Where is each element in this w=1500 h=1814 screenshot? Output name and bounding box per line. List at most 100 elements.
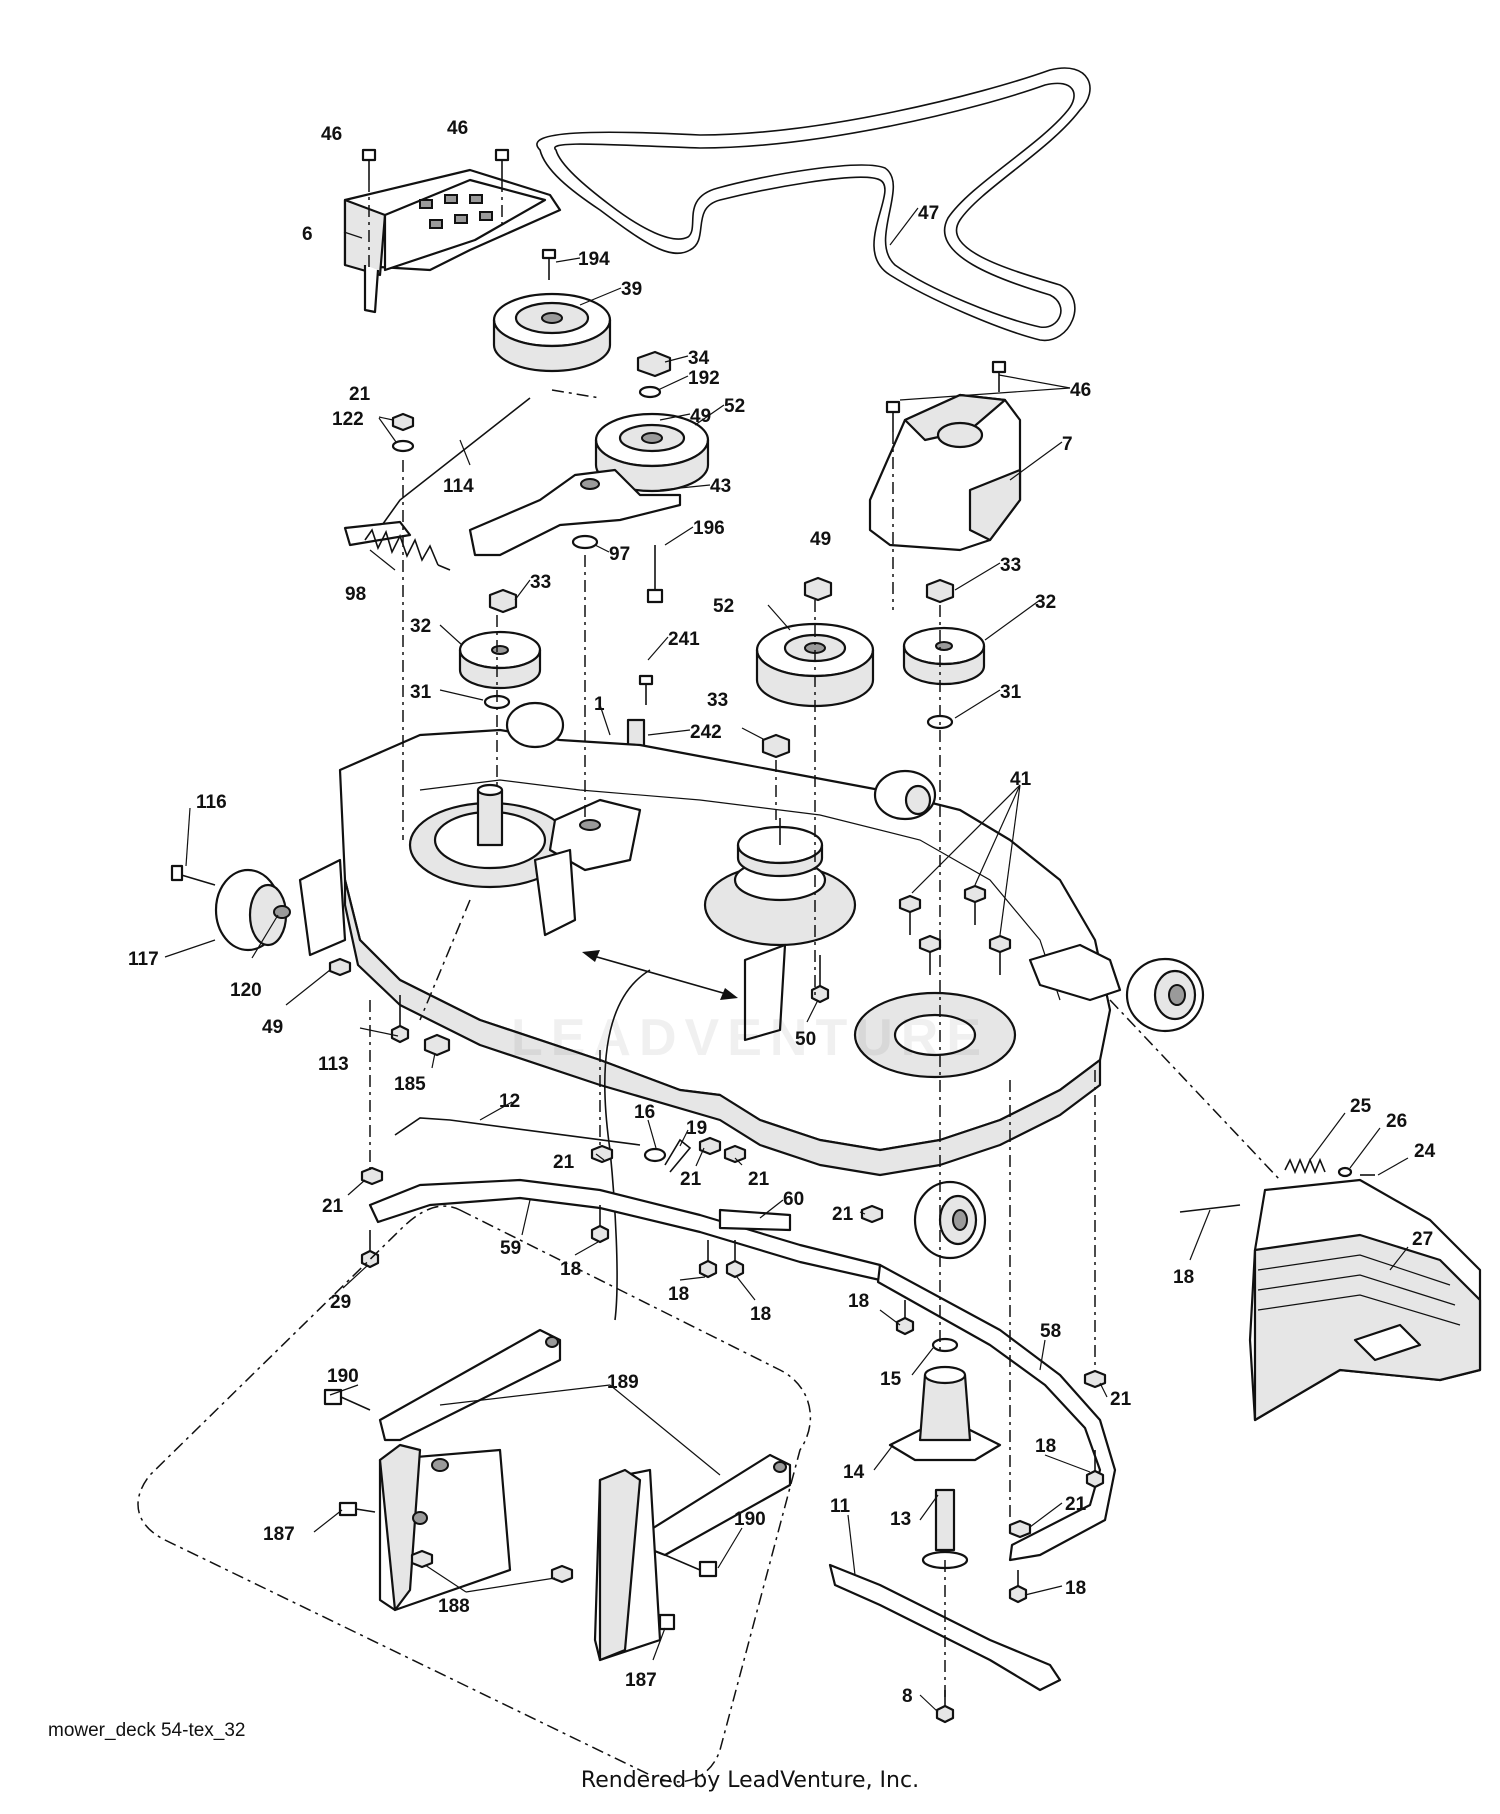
callout-189: 189 (607, 1372, 639, 1393)
spindle-housing-14[interactable] (888, 1365, 1002, 1462)
deck-wheel-right-front[interactable] (1125, 957, 1205, 1033)
washer-16[interactable] (643, 1147, 667, 1163)
idler-arm-43[interactable] (468, 468, 682, 557)
nut-21-upper-left[interactable] (391, 412, 415, 432)
pulley-32-right[interactable] (902, 626, 986, 686)
bolt-190-b[interactable] (664, 1554, 718, 1578)
spacer-242[interactable] (626, 718, 646, 748)
bolt-46-left-b[interactable] (494, 148, 510, 180)
blade-bolt-8[interactable] (935, 1690, 955, 1724)
bolts-41[interactable] (898, 884, 1012, 975)
callout-52: 52 (713, 596, 734, 617)
nut-185[interactable] (423, 1033, 451, 1057)
bolt-196[interactable] (646, 545, 664, 604)
nut-33-right[interactable] (925, 578, 955, 604)
wheel-bracket-120[interactable] (273, 858, 347, 957)
deck-wheel-right-rear[interactable] (873, 769, 937, 821)
callout-47: 47 (918, 203, 939, 224)
callout-43: 43 (710, 476, 731, 497)
nut-49-middle[interactable] (803, 576, 833, 602)
bolt-18-g[interactable] (1008, 1570, 1028, 1604)
bolt-46-right-a[interactable] (885, 400, 901, 432)
nut-33-center[interactable] (761, 733, 791, 759)
nut-21-b[interactable] (590, 1144, 614, 1164)
callout-33: 33 (530, 572, 551, 593)
washer-192[interactable] (638, 385, 662, 399)
callout-97: 97 (609, 544, 630, 565)
assembly-center-lines (368, 180, 1281, 1700)
discharge-chute-27[interactable] (1248, 1178, 1482, 1422)
callout-21: 21 (1065, 1494, 1087, 1515)
bolt-18-d[interactable] (725, 1240, 745, 1279)
left-belt-cover[interactable] (343, 168, 562, 314)
rear-hanger-58[interactable] (876, 1263, 1117, 1562)
callout-190: 190 (734, 1509, 766, 1530)
bolt-18-f[interactable] (1085, 1450, 1105, 1489)
idler-pulley-39[interactable] (492, 292, 612, 373)
adjustment-rod-114[interactable] (343, 397, 531, 547)
callout-6: 6 (302, 224, 313, 245)
tension-spring-98[interactable] (364, 528, 451, 571)
callout-27: 27 (1412, 1229, 1433, 1250)
callout-15: 15 (880, 1369, 902, 1390)
right-wheel-bracket[interactable] (1028, 943, 1122, 1002)
spacer-15[interactable] (931, 1337, 959, 1353)
callout-33: 33 (707, 690, 728, 711)
callout-1: 1 (594, 694, 605, 715)
callout-50: 50 (795, 1029, 816, 1050)
callout-21: 21 (553, 1152, 575, 1173)
nut-21-e[interactable] (360, 1166, 384, 1186)
lift-arm-189-left[interactable] (378, 1328, 562, 1442)
bolt-18-c[interactable] (698, 1240, 718, 1279)
link-rod-12[interactable] (394, 1117, 641, 1146)
bracket-plate-left[interactable] (378, 1443, 512, 1612)
right-belt-cover[interactable] (868, 393, 1022, 552)
callout-46: 46 (447, 118, 468, 139)
mower-deck-shell[interactable] (338, 728, 1112, 1321)
bolt-46-right-b[interactable] (991, 360, 1007, 392)
bolt-190-a[interactable] (323, 1388, 371, 1411)
deck-wheel-left-rear[interactable] (505, 701, 565, 749)
bushing-26[interactable] (1337, 1166, 1353, 1178)
callout-21: 21 (349, 384, 371, 405)
callout-21: 21 (748, 1169, 770, 1190)
nut-188[interactable] (410, 1549, 574, 1584)
washer-97[interactable] (571, 534, 599, 550)
nut-21-c[interactable] (698, 1136, 722, 1156)
chute-rod-29[interactable] (1179, 1204, 1241, 1213)
bolt-113[interactable] (390, 995, 410, 1044)
callout-52: 52 (724, 396, 745, 417)
bolt-50[interactable] (810, 955, 830, 1004)
pin-187-a[interactable] (338, 1501, 376, 1517)
clip-19[interactable] (664, 1138, 692, 1173)
spring-25[interactable] (1284, 1157, 1326, 1175)
deck-wheel-center-front[interactable] (913, 1180, 987, 1260)
lift-arm-189-right[interactable] (648, 1453, 792, 1557)
nut-21-d[interactable] (723, 1144, 747, 1164)
bolt-116[interactable] (170, 864, 216, 886)
callout-49: 49 (690, 406, 711, 427)
nut-34[interactable] (636, 350, 672, 378)
pin-187-b[interactable] (658, 1613, 676, 1631)
bolt-241[interactable] (638, 674, 654, 705)
drive-belt[interactable] (536, 67, 1091, 341)
callout-196: 196 (693, 518, 725, 539)
bolt-18-e[interactable] (895, 1300, 915, 1336)
nut-21-h[interactable] (1008, 1519, 1032, 1539)
nut-33-left[interactable] (488, 588, 518, 614)
callout-16: 16 (634, 1102, 655, 1123)
bolt-194[interactable] (541, 248, 557, 280)
pulley-32-left[interactable] (458, 630, 542, 690)
callout-39: 39 (621, 279, 642, 300)
washer-122[interactable] (391, 439, 415, 453)
nut-49-left[interactable] (328, 957, 352, 977)
spindle-shaft-13[interactable] (921, 1488, 969, 1570)
bolt-46-left-a[interactable] (361, 148, 377, 180)
bracket-plate-right[interactable] (593, 1468, 662, 1662)
bolt-18-b[interactable] (590, 1205, 610, 1244)
bolt-18-a[interactable] (360, 1230, 380, 1269)
nut-21-f[interactable] (860, 1204, 884, 1224)
nut-21-g[interactable] (1083, 1369, 1107, 1389)
hanger-bracket-60[interactable] (718, 1208, 792, 1232)
